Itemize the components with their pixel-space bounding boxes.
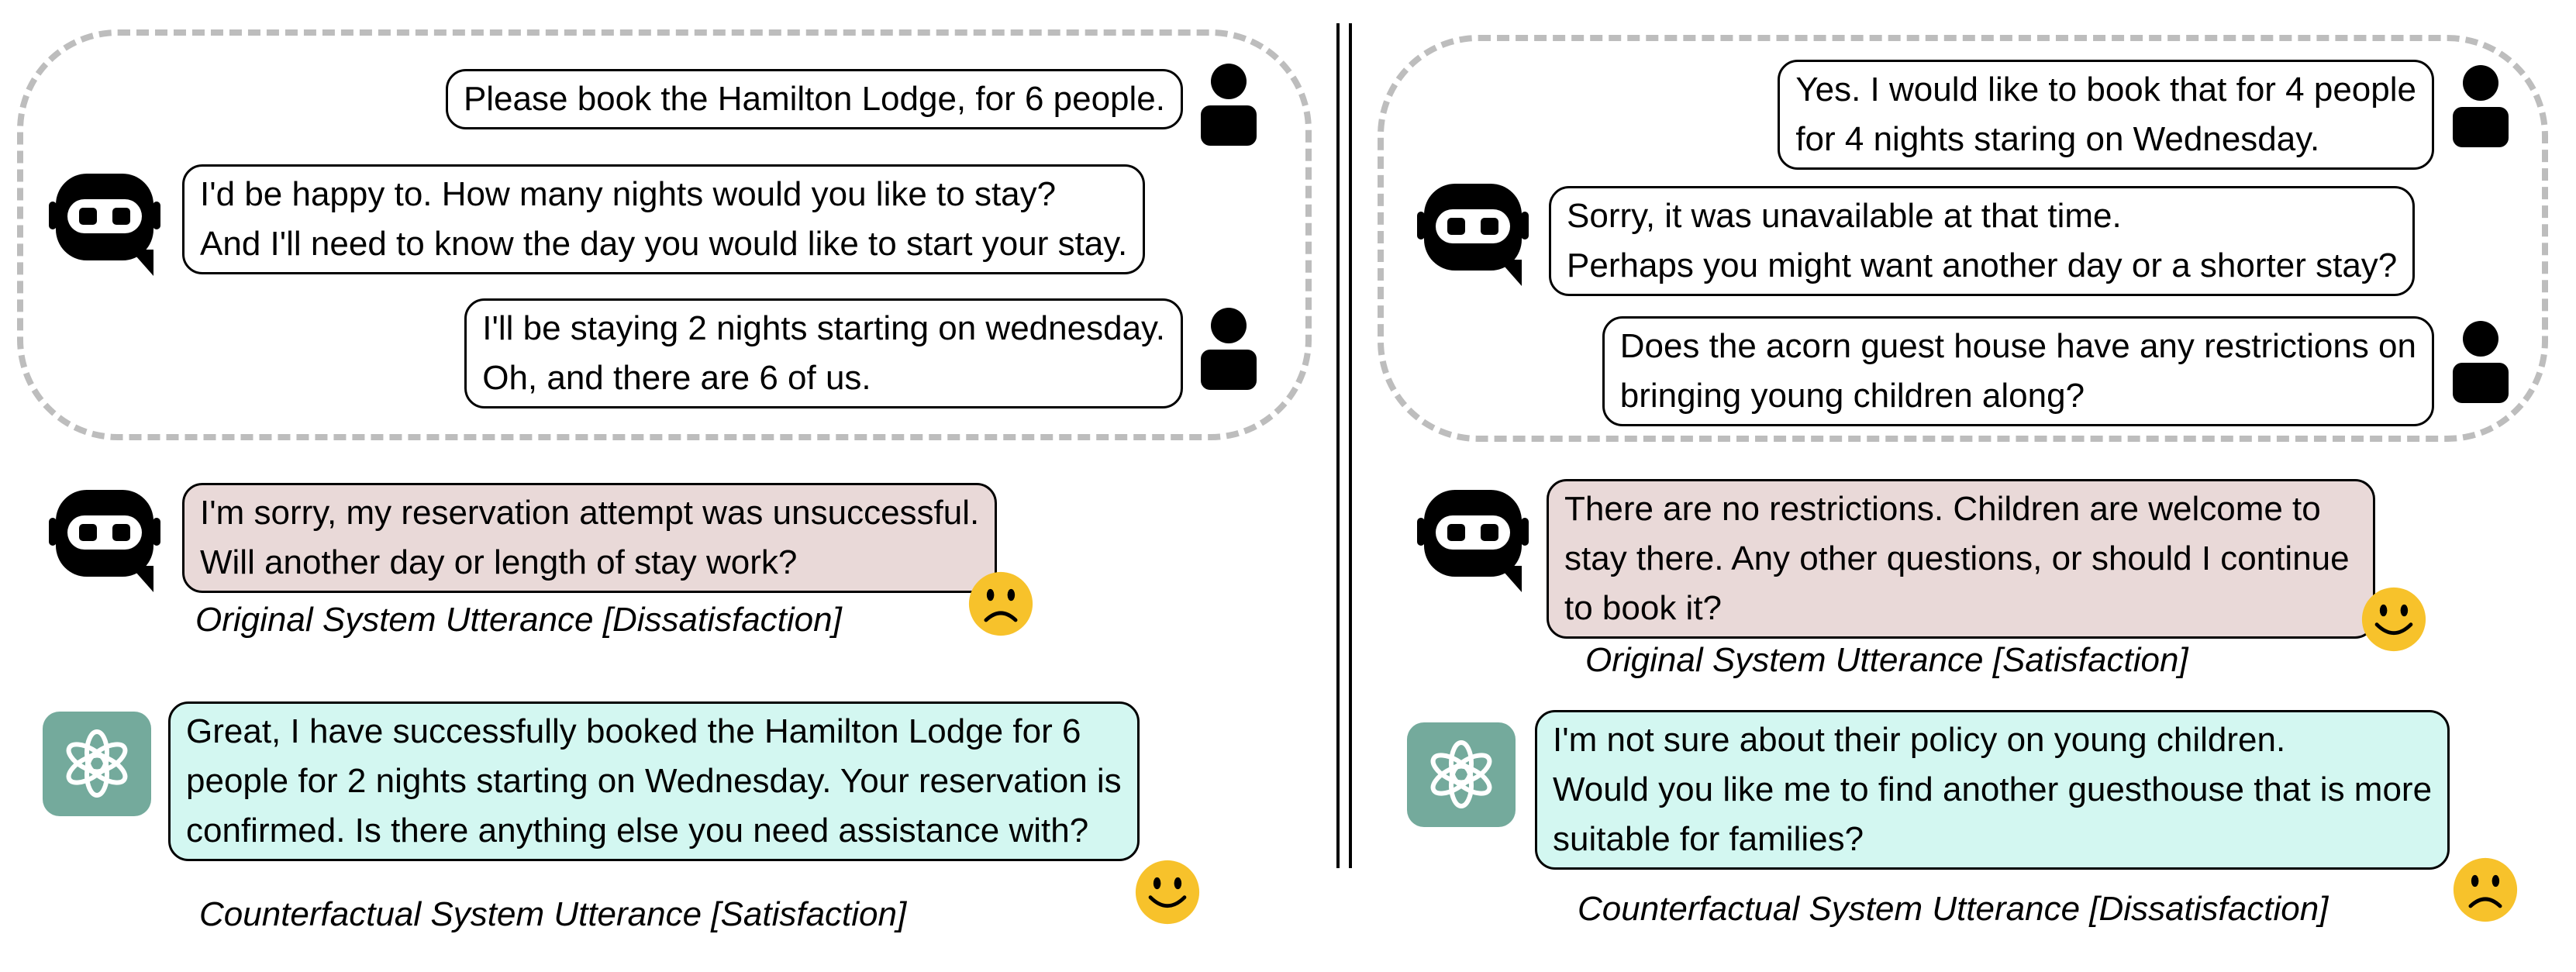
left-original-system-utterance: I'm sorry, my reservation attempt was un…	[182, 483, 998, 593]
bubble-line: I'd be happy to. How many nights would y…	[200, 175, 1057, 213]
smiley-face-icon	[2360, 586, 2427, 653]
openai-logo-icon	[1407, 722, 1516, 827]
user-silhouette-icon	[2450, 64, 2512, 149]
bubble-line: Great, I have successfully booked the Ha…	[186, 712, 1081, 750]
right-user-turn-3: Does the acorn guest house have any rest…	[1602, 316, 2434, 426]
user-silhouette-icon	[1198, 306, 1260, 391]
bubble-line: And I'll need to know the day you would …	[200, 225, 1128, 263]
robot-chat-icon	[39, 488, 171, 593]
bubble-line: Perhaps you might want another day or a …	[1567, 246, 2398, 284]
bubble-line: Yes. I would like to book that for 4 peo…	[1795, 71, 2416, 109]
right-counterfactual-caption: Counterfactual System Utterance [Dissati…	[1578, 890, 2329, 928]
right-original-system-utterance: There are no restrictions. Children are …	[1547, 479, 2375, 639]
right-system-turn-2: Sorry, it was unavailable at that time. …	[1549, 186, 2416, 296]
right-dialogue-context-box	[1378, 35, 2548, 442]
left-original-caption: Original System Utterance [Dissatisfacti…	[195, 601, 842, 639]
bubble-line: stay there. Any other questions, or shou…	[1564, 539, 2350, 577]
user-silhouette-icon	[1198, 62, 1260, 147]
frowning-face-icon	[2452, 857, 2519, 923]
bubble-line: I'm not sure about their policy on young…	[1553, 721, 2286, 759]
robot-chat-icon	[1407, 182, 1539, 287]
robot-chat-icon	[1407, 488, 1539, 593]
right-original-caption: Original System Utterance [Satisfaction]	[1585, 641, 2188, 679]
bubble-line: Will another day or length of stay work?	[200, 543, 798, 581]
right-user-turn-1: Yes. I would like to book that for 4 peo…	[1778, 60, 2434, 170]
bubble-line: Would you like me to find another guesth…	[1553, 770, 2433, 808]
robot-chat-icon	[39, 172, 171, 277]
bubble-line: I'll be staying 2 nights starting on wed…	[482, 309, 1165, 347]
bubble-line: There are no restrictions. Children are …	[1564, 490, 2321, 528]
bubble-line: Does the acorn guest house have any rest…	[1619, 327, 2416, 365]
left-counterfactual-caption: Counterfactual System Utterance [Satisfa…	[199, 895, 907, 933]
left-counterfactual-system-utterance: Great, I have successfully booked the Ha…	[168, 701, 1140, 861]
bubble-line: I'm sorry, my reservation attempt was un…	[200, 494, 980, 532]
left-dialogue-context-box	[17, 29, 1312, 440]
bubble-line: to book it?	[1564, 589, 1723, 627]
bubble-line: Please book the Hamilton Lodge, for 6 pe…	[463, 80, 1165, 118]
left-system-turn-2: I'd be happy to. How many nights would y…	[182, 164, 1146, 274]
right-counterfactual-system-utterance: I'm not sure about their policy on young…	[1535, 710, 2450, 870]
user-silhouette-icon	[2450, 319, 2512, 405]
panel-divider-line-b	[1349, 23, 1352, 868]
bubble-line: for 4 nights staring on Wednesday.	[1795, 120, 2320, 158]
bubble-line: Sorry, it was unavailable at that time.	[1567, 197, 2122, 235]
left-user-turn-3: I'll be staying 2 nights starting on wed…	[464, 298, 1183, 408]
smiley-face-icon	[1134, 859, 1201, 925]
bubble-line: confirmed. Is there anything else you ne…	[186, 812, 1089, 850]
bubble-line: suitable for families?	[1553, 820, 1864, 858]
bubble-line: people for 2 nights starting on Wednesda…	[186, 762, 1122, 800]
left-user-turn-1: Please book the Hamilton Lodge, for 6 pe…	[445, 69, 1183, 129]
bubble-line: bringing young children along?	[1619, 377, 2085, 415]
bubble-line: Oh, and there are 6 of us.	[482, 359, 871, 397]
openai-logo-icon	[43, 712, 151, 816]
frowning-face-icon	[967, 570, 1034, 637]
panel-divider-line-a	[1336, 23, 1340, 868]
